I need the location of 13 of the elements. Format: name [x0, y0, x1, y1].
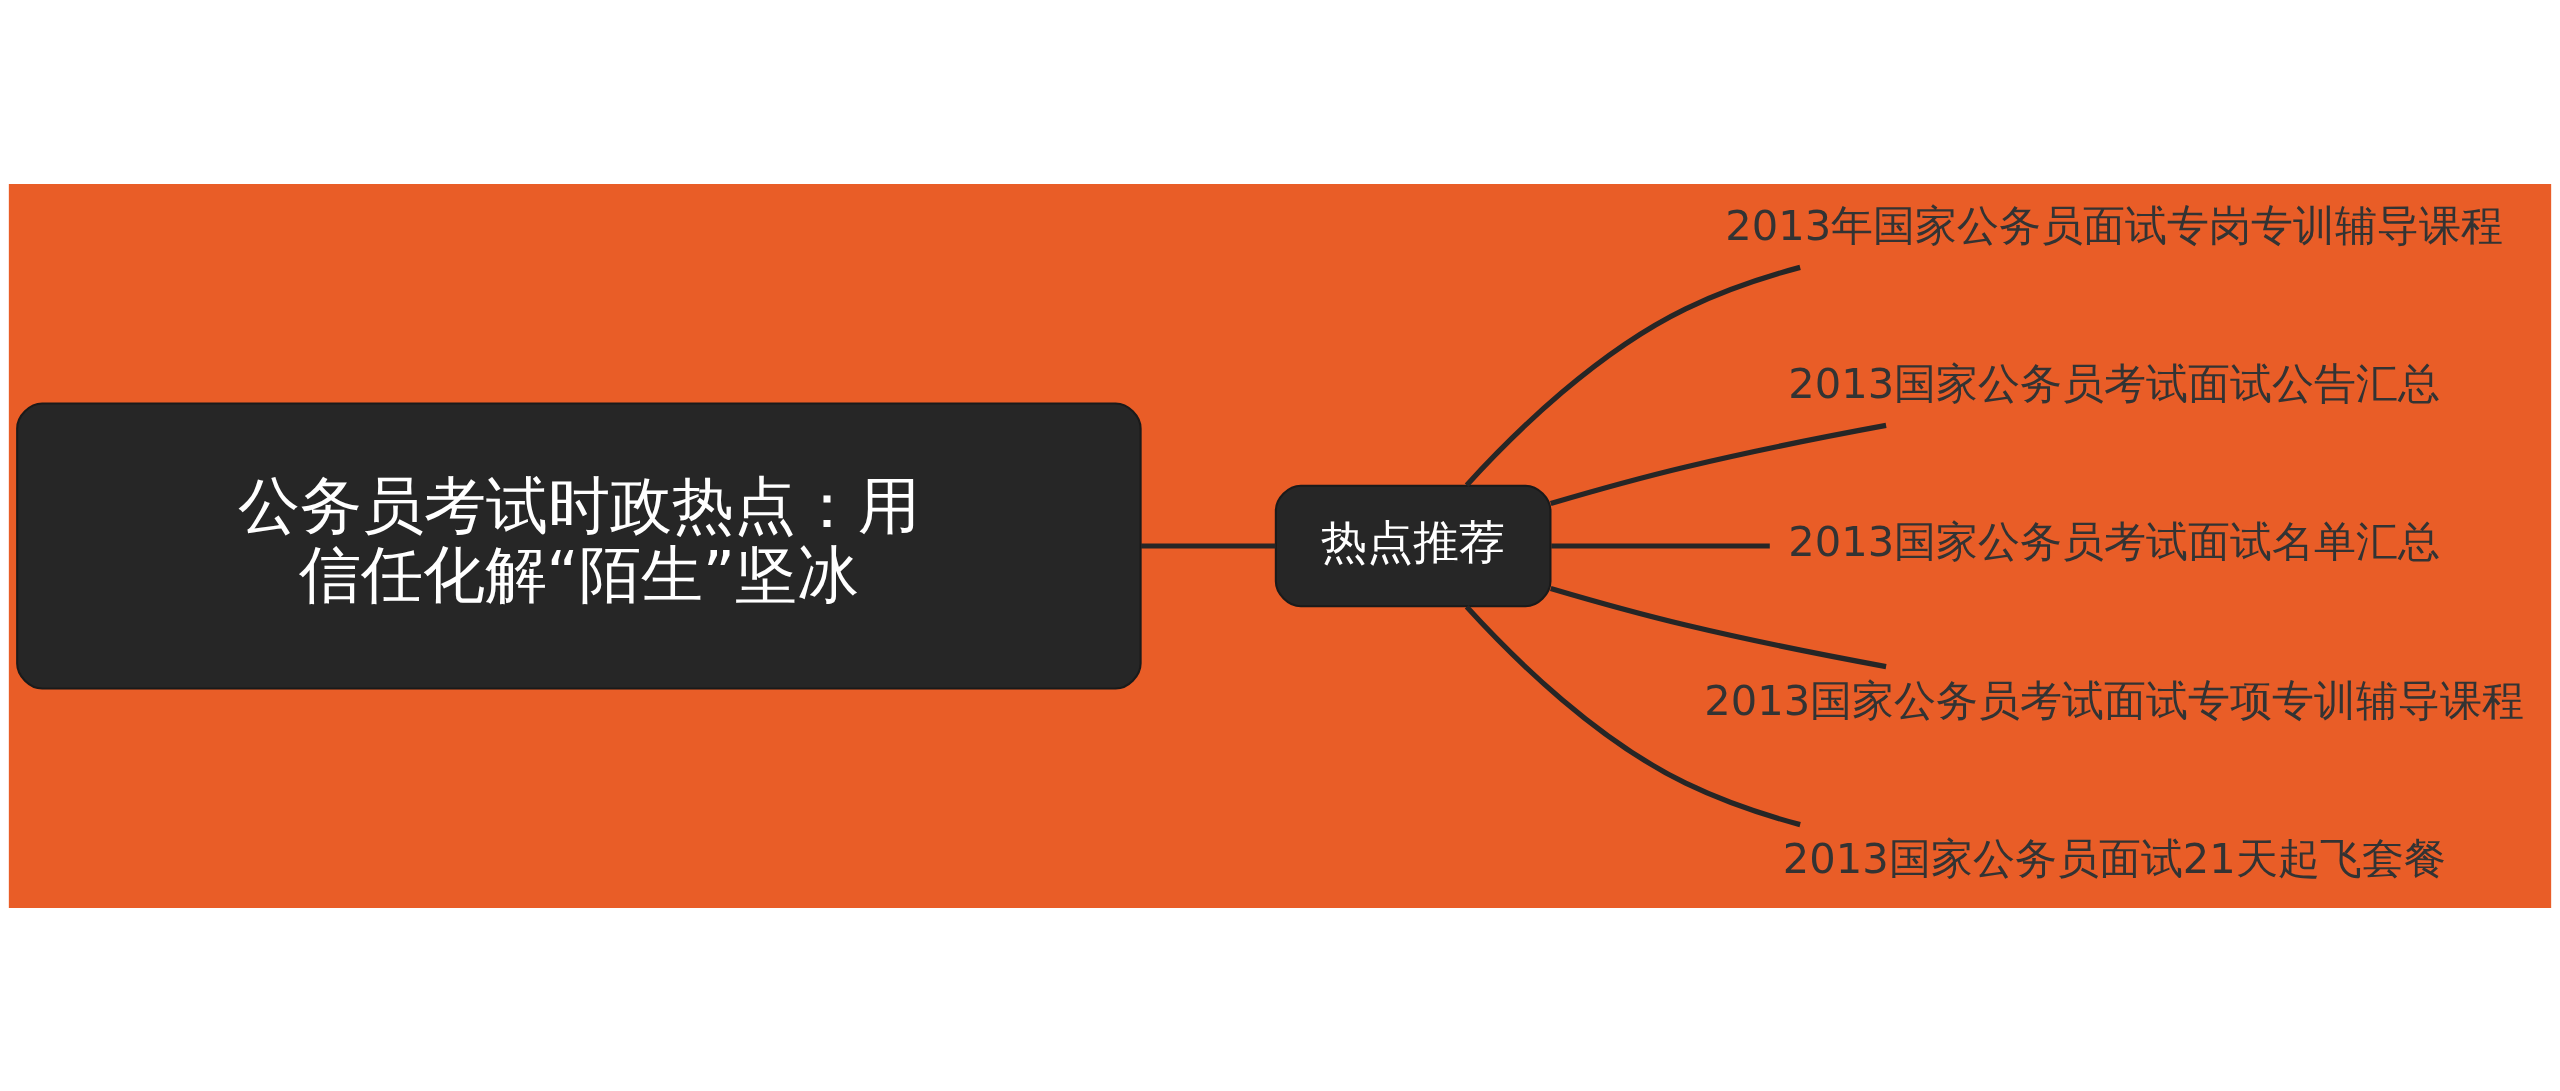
- node-text: 2013国家公务员面试21天起飞套餐: [1782, 833, 2446, 883]
- connector: [1464, 604, 1801, 827]
- node-text: 2013国家公务员考试面试专项专训辅导课程: [1704, 675, 2525, 725]
- node-text: 2013国家公务员考试面试公告汇总: [1788, 358, 2441, 408]
- connector: [1141, 542, 1276, 549]
- connector: [1549, 422, 1887, 506]
- connector: [1464, 264, 1801, 487]
- node-text: 2013国家公务员考试面试名单汇总: [1788, 516, 2441, 566]
- node-box: 热点推荐: [1274, 484, 1552, 607]
- connector: [1551, 542, 1770, 549]
- node-text: 2013年国家公务员面试专岗专训辅导课程: [1725, 200, 2504, 250]
- node-box: 公务员考试时政热点：用信任化解“陌生”坚冰: [16, 401, 1142, 690]
- connector: [1549, 585, 1887, 669]
